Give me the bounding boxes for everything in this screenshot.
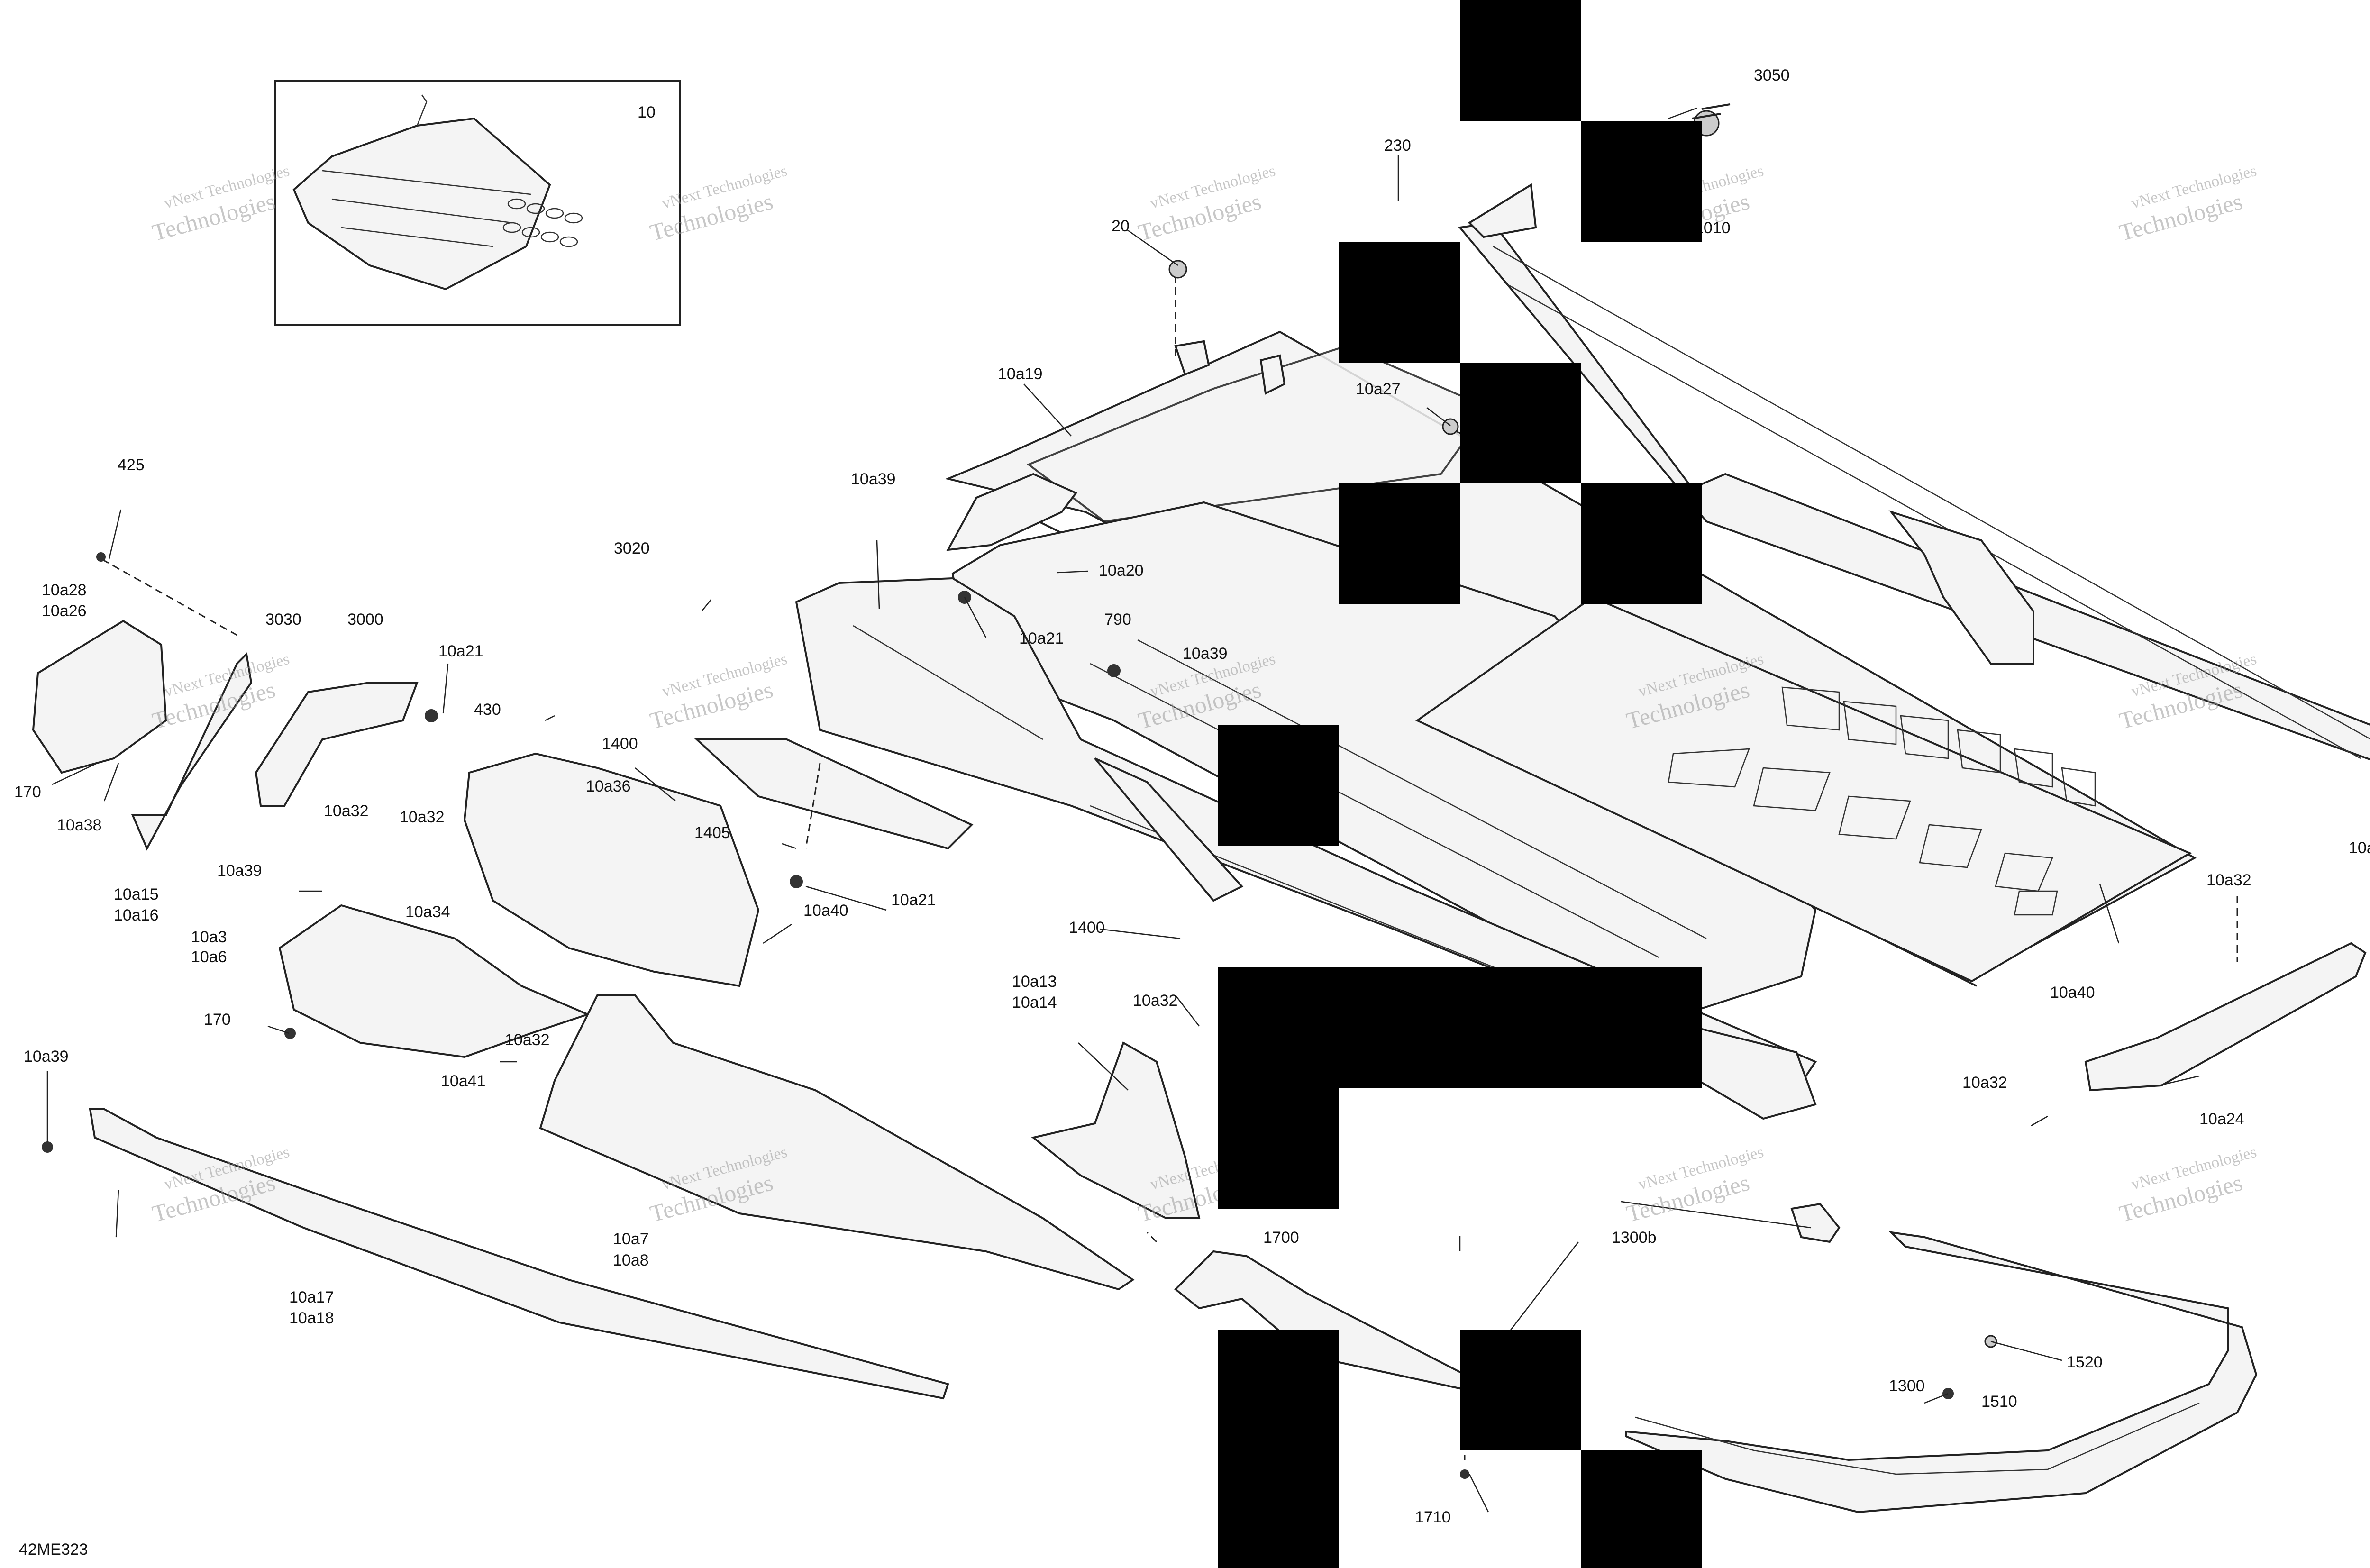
callout-1510: 1510 [1981, 1393, 2017, 1411]
callout-10a7: 10a7 [613, 1230, 649, 1248]
callout-1300: 1300 [1889, 1377, 1925, 1395]
callout-10a32: 10a32 [2206, 871, 2252, 889]
callout-10a39: 10a39 [851, 470, 896, 488]
inset-overview: 10 [274, 80, 681, 326]
callout-430: 430 [474, 701, 501, 719]
callout-1300b: 1300b [1612, 1229, 1657, 1247]
callout-10a32: 10a32 [324, 802, 369, 820]
callout-1520: 1520 [2067, 1353, 2103, 1371]
callout-10a3: 10a3 [191, 928, 227, 946]
callout-10a39: 10a39 [217, 862, 262, 880]
callout-10a27: 10a27 [1356, 380, 1401, 398]
callout-3000: 3000 [347, 611, 383, 629]
callout-170: 170 [204, 1011, 231, 1029]
left-parts [32, 620, 1201, 1291]
callout-10a21: 10a21 [438, 642, 483, 660]
callout-10a38: 10a38 [57, 816, 102, 834]
callout-10a17: 10a17 [289, 1288, 334, 1306]
leader-lines [46, 107, 2200, 1513]
callout-3020: 3020 [614, 539, 650, 557]
callout-20: 20 [1112, 217, 1130, 235]
callout-10a19: 10a19 [998, 365, 1043, 383]
callout-790: 790 [1104, 611, 1131, 629]
callout-10a39: 10a39 [24, 1048, 69, 1066]
callout-10a32: 10a32 [505, 1031, 550, 1049]
callout-1700: 1700 [1263, 1229, 1299, 1247]
callout-1400: 1400 [1069, 919, 1105, 937]
callout-10a20: 10a20 [1099, 562, 1144, 580]
callout-10a8: 10a8 [613, 1251, 649, 1269]
callout-10a36: 10a36 [586, 777, 631, 795]
callout-10a15: 10a15 [114, 885, 159, 903]
callout-1710: 1710 [1415, 1508, 1451, 1526]
rails-and-runners [89, 942, 2367, 1513]
callout-10a40: 10a40 [803, 902, 848, 920]
callout-labels: 3050 230 1010 20 10a19 10a27 425 10a28 1… [14, 66, 2370, 1526]
callout-3050: 3050 [1754, 66, 1790, 84]
callout-10a16: 10a16 [114, 906, 159, 924]
callout-10a39: 10a39 [1183, 645, 1228, 663]
callout-10a6: 10a6 [191, 948, 227, 966]
callout-10a21: 10a21 [1019, 629, 1064, 647]
callout-1405: 1405 [694, 824, 730, 842]
redaction-blocks [1218, 0, 1702, 1568]
diagram-id: 42ME323 [19, 1541, 88, 1559]
callout-425: 425 [118, 456, 145, 474]
callout-10a34: 10a34 [405, 903, 450, 921]
callout-10a32: 10a32 [1133, 992, 1178, 1010]
callout-10a13: 10a13 [1012, 973, 1057, 991]
callout-10a41: 10a41 [441, 1072, 486, 1090]
callout-230: 230 [1384, 137, 1411, 155]
callout-10a21: 10a21 [891, 891, 936, 909]
callout-10a24: 10a24 [2199, 1110, 2244, 1128]
callout-1400: 1400 [602, 735, 638, 753]
callout-10a14: 10a14 [1012, 994, 1057, 1012]
inset-callout-label: 10 [638, 103, 656, 121]
callout-10a28: 10a28 [42, 581, 87, 599]
callout-170: 170 [14, 783, 41, 801]
callout-10a40: 10a40 [2050, 984, 2095, 1002]
callout-10a26: 10a26 [42, 602, 87, 620]
callout-10a40: 10a40 [2349, 839, 2370, 857]
callout-10a18: 10a18 [289, 1309, 334, 1327]
callout-10a32: 10a32 [1962, 1074, 2007, 1092]
callout-10a32: 10a32 [400, 808, 445, 826]
callout-3030: 3030 [265, 611, 301, 629]
